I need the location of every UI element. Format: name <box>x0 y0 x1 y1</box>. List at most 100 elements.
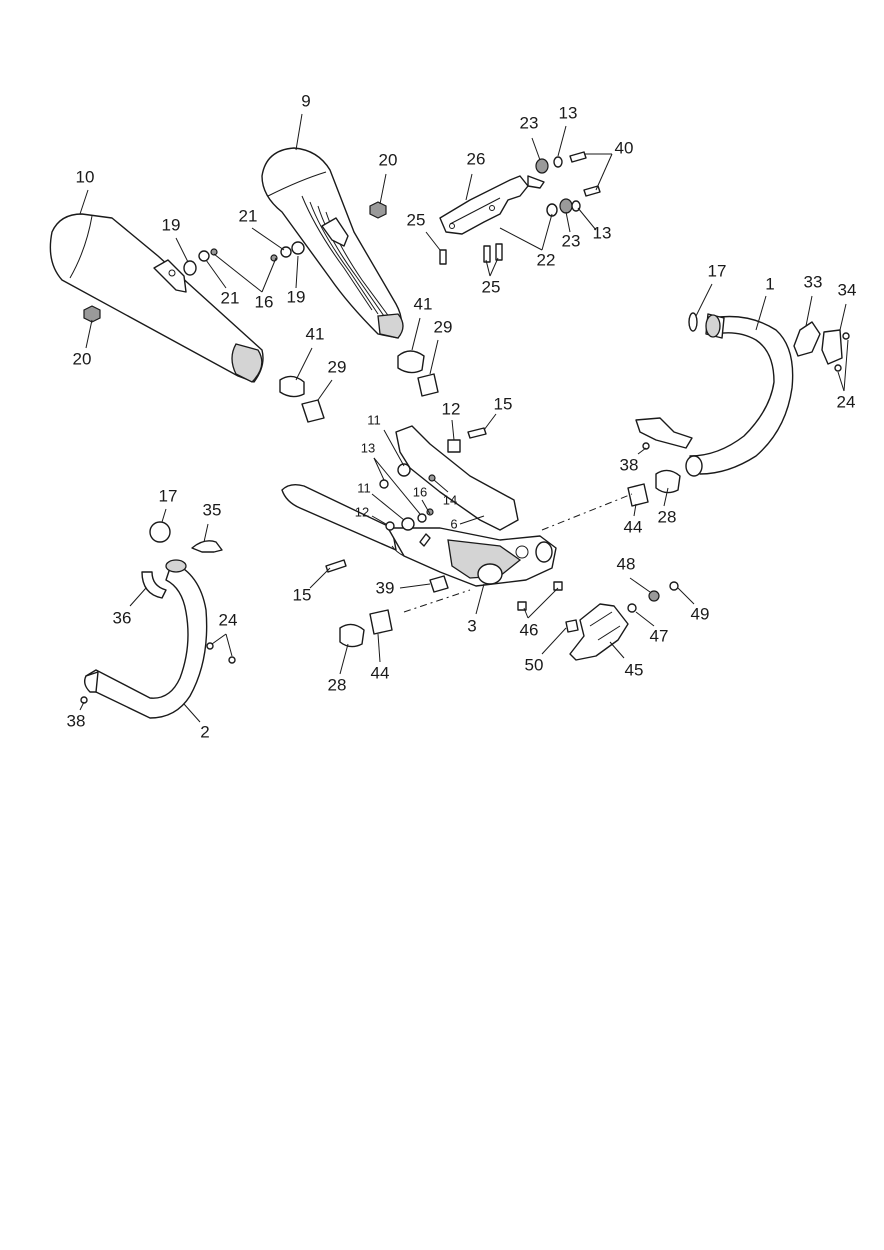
leader-line <box>489 257 499 277</box>
part-11-bush-2 <box>401 517 415 531</box>
callout-14: 14 <box>443 492 457 507</box>
part-13-washer-mid-2 <box>417 513 427 523</box>
part-40-bolt <box>569 151 587 163</box>
callout-41b: 41 <box>414 294 433 313</box>
part-6-bolt <box>419 533 431 547</box>
callout-11b: 11 <box>357 480 371 495</box>
part-16-nut <box>210 248 218 256</box>
part-12-spacer <box>447 439 461 453</box>
part-23-rubber <box>535 158 549 174</box>
leader-line <box>755 295 767 331</box>
callout-17a: 17 <box>708 261 727 280</box>
leader-line <box>483 413 497 431</box>
leader-line <box>225 633 233 657</box>
callout-13c: 13 <box>361 440 375 455</box>
callout-41a: 41 <box>306 324 325 343</box>
part-38-screw-2 <box>642 442 650 450</box>
part-24-screw-3 <box>842 332 850 340</box>
leader-line <box>85 319 93 349</box>
callout-29b: 29 <box>434 317 453 336</box>
callout-16a: 16 <box>255 292 274 311</box>
part-50-spacer <box>565 619 579 633</box>
leader-line <box>565 211 571 233</box>
leader-line <box>211 633 227 645</box>
part-41-clamp <box>279 375 305 398</box>
leader-line <box>425 231 441 251</box>
callout-6: 6 <box>450 516 457 531</box>
callout-23b: 23 <box>562 231 581 250</box>
leader-line <box>309 567 331 589</box>
leader-line <box>609 641 625 659</box>
callout-21a: 21 <box>239 206 258 225</box>
leader-line <box>475 583 485 615</box>
leader-line <box>531 137 541 161</box>
leader-line <box>295 255 299 289</box>
part-10-left-silencer <box>49 213 264 383</box>
part-23-rubber-right <box>559 198 573 214</box>
callout-12a: 12 <box>442 399 461 418</box>
callout-35: 35 <box>203 500 222 519</box>
leader-line <box>175 237 189 263</box>
callout-25a: 25 <box>407 210 426 229</box>
leader-line <box>129 587 147 607</box>
small-hardware <box>80 151 850 704</box>
part-46-nut-2 <box>553 581 563 591</box>
leader-line <box>383 429 405 467</box>
leader-line <box>421 499 431 515</box>
part-14-nut <box>428 474 436 482</box>
callout-39: 39 <box>376 578 395 597</box>
part-34-bracket <box>821 329 843 365</box>
callout-29a: 29 <box>328 357 347 376</box>
leader-line <box>451 419 455 441</box>
part-9-right-silencer <box>261 147 404 339</box>
leader-line <box>161 508 167 523</box>
callout-24b: 24 <box>837 392 856 411</box>
part-16-nut-right <box>270 254 278 262</box>
callout-48: 48 <box>617 554 636 573</box>
part-2-header-pipe <box>83 559 208 719</box>
part-24-screw <box>206 642 214 650</box>
leader-line <box>79 701 85 711</box>
leader-line <box>339 643 349 675</box>
part-20-nut-right <box>369 201 387 219</box>
part-26-bracket <box>439 175 545 235</box>
leader-line <box>251 227 285 251</box>
leader-line <box>205 259 227 289</box>
leader-line <box>399 583 431 589</box>
part-36-ring <box>141 571 167 599</box>
part-48-grommet <box>648 590 660 602</box>
part-39-sensor <box>429 575 449 593</box>
callout-9: 9 <box>301 91 310 110</box>
leader-line <box>695 283 713 317</box>
leader-line <box>839 303 847 331</box>
leader-line <box>595 153 613 191</box>
callout-26: 26 <box>467 149 486 168</box>
part-40-bolt-2 <box>583 185 601 197</box>
callout-13b: 13 <box>593 223 612 242</box>
part-3-collector <box>281 425 557 587</box>
leader-line <box>837 371 845 392</box>
leader-line <box>635 611 655 627</box>
callout-11a: 11 <box>367 412 381 427</box>
callout-12b: 12 <box>355 504 369 519</box>
leader-line <box>629 577 651 593</box>
part-47-washer <box>627 603 637 613</box>
part-17-gasket-right <box>688 312 698 332</box>
callout-38b: 38 <box>620 455 639 474</box>
leader-line <box>485 259 491 277</box>
callout-21b: 21 <box>221 288 240 307</box>
callout-38a: 38 <box>67 711 86 730</box>
callout-2: 2 <box>200 722 209 741</box>
callout-25b: 25 <box>482 277 501 296</box>
callout-10: 10 <box>76 167 95 186</box>
leader-line <box>373 457 421 515</box>
leader-line <box>261 257 277 293</box>
part-25-bolt-2 <box>483 245 491 263</box>
callout-50: 50 <box>525 655 544 674</box>
part-33-bracket <box>793 321 821 357</box>
part-45-heat-shield <box>569 603 629 661</box>
callout-36: 36 <box>113 608 132 627</box>
part-13-washer-mid <box>379 479 389 489</box>
callout-20b: 20 <box>73 349 92 368</box>
